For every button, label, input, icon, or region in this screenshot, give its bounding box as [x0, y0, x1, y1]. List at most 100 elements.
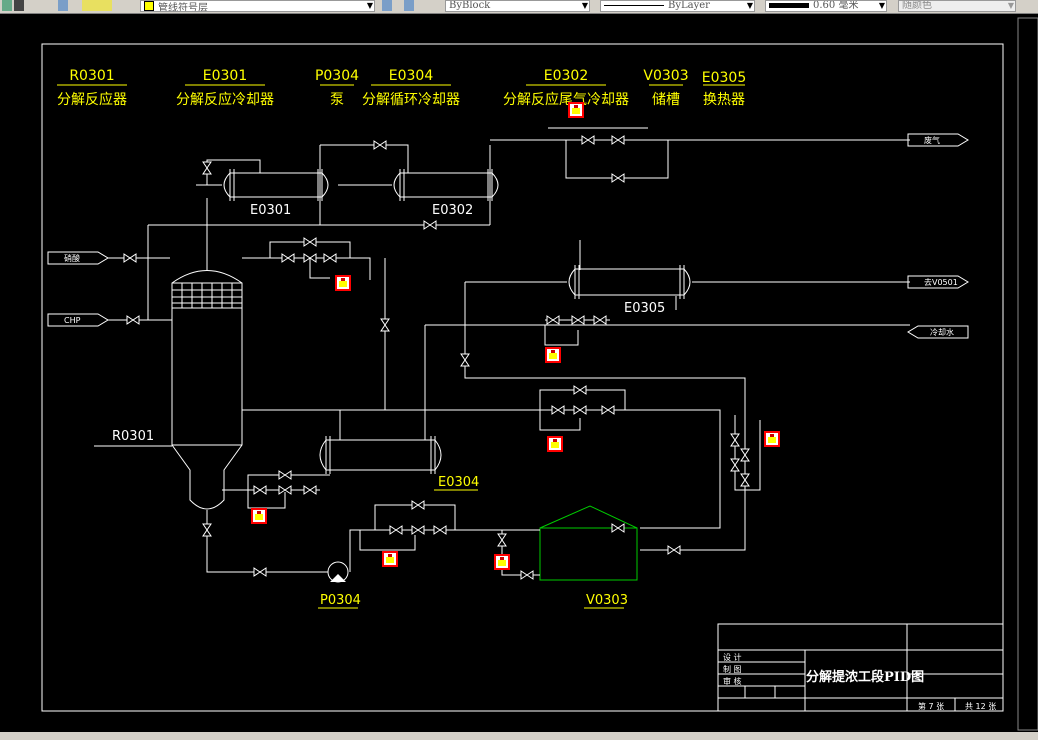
valve-icon[interactable] — [593, 315, 607, 325]
valve-icon[interactable] — [303, 485, 317, 495]
stream-label: 冷却水 — [930, 327, 954, 337]
plotstyle-dropdown[interactable]: 随颜色▼ — [898, 0, 1016, 12]
valves — [123, 135, 750, 580]
label-r0301: R0301 — [112, 429, 154, 444]
valve-icon[interactable] — [411, 500, 425, 510]
control-valve-instrument-icon[interactable] — [382, 551, 398, 567]
legend-item: E0305 换热器 — [702, 70, 746, 108]
reactor-r0301[interactable] — [94, 270, 243, 510]
pipes — [94, 127, 910, 576]
valve-icon[interactable] — [278, 485, 292, 495]
valve-icon[interactable] — [253, 485, 267, 495]
layer-icon[interactable] — [2, 0, 12, 11]
control-valve-instrument-icon[interactable] — [547, 436, 563, 452]
valve-icon[interactable] — [571, 315, 585, 325]
toolbar: 管线符号层▼ ByBlock ▼ ByLayer▼ 0.60 毫米▼ 随颜色▼ — [0, 0, 1038, 14]
stream-flag-in1: 硝酸 — [47, 251, 109, 265]
tank-v0303[interactable] — [539, 505, 638, 581]
label-e0301: E0301 — [250, 203, 291, 218]
valve-icon[interactable] — [520, 570, 534, 580]
lineweight-value: 0.60 毫米 — [813, 0, 859, 11]
valve-icon[interactable] — [611, 523, 625, 533]
legend-name: 分解反应冷却器 — [176, 91, 274, 108]
legend-code: E0304 — [389, 68, 434, 84]
instruments — [251, 102, 780, 570]
control-valve-instrument-icon[interactable] — [568, 102, 584, 118]
valve-icon[interactable] — [278, 470, 292, 480]
valve-icon[interactable] — [323, 253, 337, 263]
valve-icon[interactable] — [253, 567, 267, 577]
label-p0304: P0304 — [320, 593, 361, 608]
layer-manager-icon[interactable] — [58, 0, 68, 11]
chevron-down-icon: ▼ — [581, 1, 588, 10]
valve-icon[interactable] — [373, 140, 387, 150]
control-valve-instrument-icon[interactable] — [335, 275, 351, 291]
stream-flag-cooling_water: 冷却水 — [907, 325, 969, 339]
valve-icon[interactable] — [123, 253, 137, 263]
label-v0303: V0303 — [586, 593, 628, 608]
stream-flag-out_gas: 废气 — [907, 133, 969, 147]
valve-icon[interactable] — [730, 433, 740, 447]
valve-icon[interactable] — [202, 523, 212, 537]
valve-icon[interactable] — [611, 135, 625, 145]
tb-design: 设 计 — [723, 652, 742, 662]
valve-icon[interactable] — [740, 448, 750, 462]
valve-icon[interactable] — [601, 405, 615, 415]
valve-icon[interactable] — [667, 545, 681, 555]
valve-icon[interactable] — [573, 385, 587, 395]
valve-icon[interactable] — [126, 315, 140, 325]
valve-icon[interactable] — [380, 318, 390, 332]
legend-name: 分解反应尾气冷却器 — [503, 91, 629, 108]
tb-title: 分解提浓工段PID图 — [806, 669, 924, 685]
pump-p0304[interactable] — [327, 561, 349, 583]
legend-name: 换热器 — [703, 91, 745, 108]
valve-icon[interactable] — [546, 315, 560, 325]
control-valve-instrument-icon[interactable] — [251, 508, 267, 524]
valve-icon[interactable] — [460, 353, 470, 367]
valve-icon[interactable] — [611, 173, 625, 183]
valve-icon[interactable] — [411, 525, 425, 535]
valve-icon[interactable] — [303, 253, 317, 263]
equipment-legend: R0301分解反应器E0301分解反应冷却器P0304泵E0304分解循环冷却器… — [57, 68, 746, 108]
print-icon[interactable] — [14, 0, 24, 11]
color-dropdown[interactable]: ByBlock ▼ — [445, 0, 590, 12]
valve-icon[interactable] — [281, 253, 295, 263]
layer-dropdown[interactable]: 管线符号层▼ — [140, 0, 375, 12]
make-current-icon[interactable] — [382, 0, 392, 11]
tb-total: 共 12 张 — [965, 702, 996, 711]
valve-icon[interactable] — [389, 525, 403, 535]
valve-icon[interactable] — [551, 405, 565, 415]
linetype-dropdown[interactable]: ByLayer▼ — [600, 0, 755, 12]
label-e0302: E0302 — [432, 203, 473, 218]
scrollbar[interactable] — [1017, 17, 1038, 731]
valve-icon[interactable] — [730, 458, 740, 472]
exchanger-e0302[interactable] — [393, 169, 499, 201]
control-valve-instrument-icon[interactable] — [764, 431, 780, 447]
exchanger-e0304[interactable] — [319, 436, 442, 474]
control-valve-instrument-icon[interactable] — [545, 347, 561, 363]
layer-state-icons[interactable] — [82, 0, 112, 11]
color-value: ByBlock — [449, 0, 491, 11]
stream-label: CHP — [64, 316, 81, 325]
legend-code: E0305 — [702, 70, 746, 86]
valve-icon[interactable] — [303, 237, 317, 247]
valve-icon[interactable] — [202, 161, 212, 175]
valve-icon[interactable] — [740, 473, 750, 487]
valve-icon[interactable] — [433, 525, 447, 535]
legend-name: 分解反应器 — [57, 91, 127, 108]
exchanger-e0301[interactable] — [223, 169, 329, 201]
exchanger-e0305[interactable] — [568, 265, 691, 299]
legend-name: 泵 — [330, 92, 344, 108]
valve-icon[interactable] — [423, 220, 437, 230]
tb-sheet: 第 7 张 — [918, 701, 944, 711]
valve-icon[interactable] — [573, 405, 587, 415]
lineweight-dropdown[interactable]: 0.60 毫米▼ — [765, 0, 887, 12]
drawing-canvas[interactable]: R0301 分解反应器 E0301 分解反应冷却器 P0304 泵 E0304分解循环冷却器… — [0, 13, 1038, 732]
control-valve-instrument-icon[interactable] — [494, 554, 510, 570]
valve-icon[interactable] — [581, 135, 595, 145]
layer-previous-icon[interactable] — [404, 0, 414, 11]
tb-review: 审 核 — [723, 676, 742, 686]
valve-icon[interactable] — [497, 533, 507, 547]
